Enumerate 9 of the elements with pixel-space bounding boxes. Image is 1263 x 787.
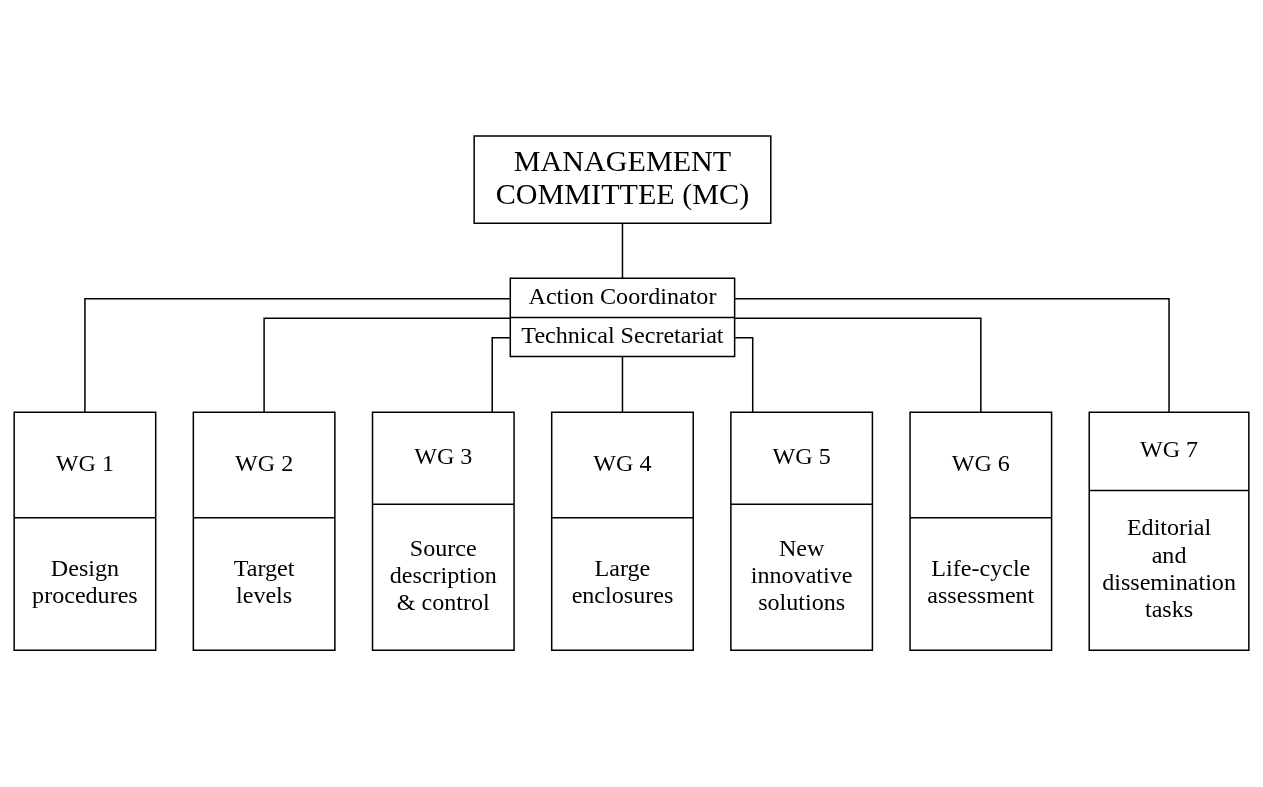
connector — [621, 222, 624, 279]
connector — [734, 317, 982, 414]
connector — [84, 297, 511, 413]
connector — [734, 297, 1170, 413]
connector — [263, 317, 511, 414]
node-box: MANAGEMENT COMMITTEE (MC) — [473, 135, 772, 225]
connector — [621, 355, 624, 413]
connector — [491, 337, 511, 413]
connector — [734, 337, 754, 413]
